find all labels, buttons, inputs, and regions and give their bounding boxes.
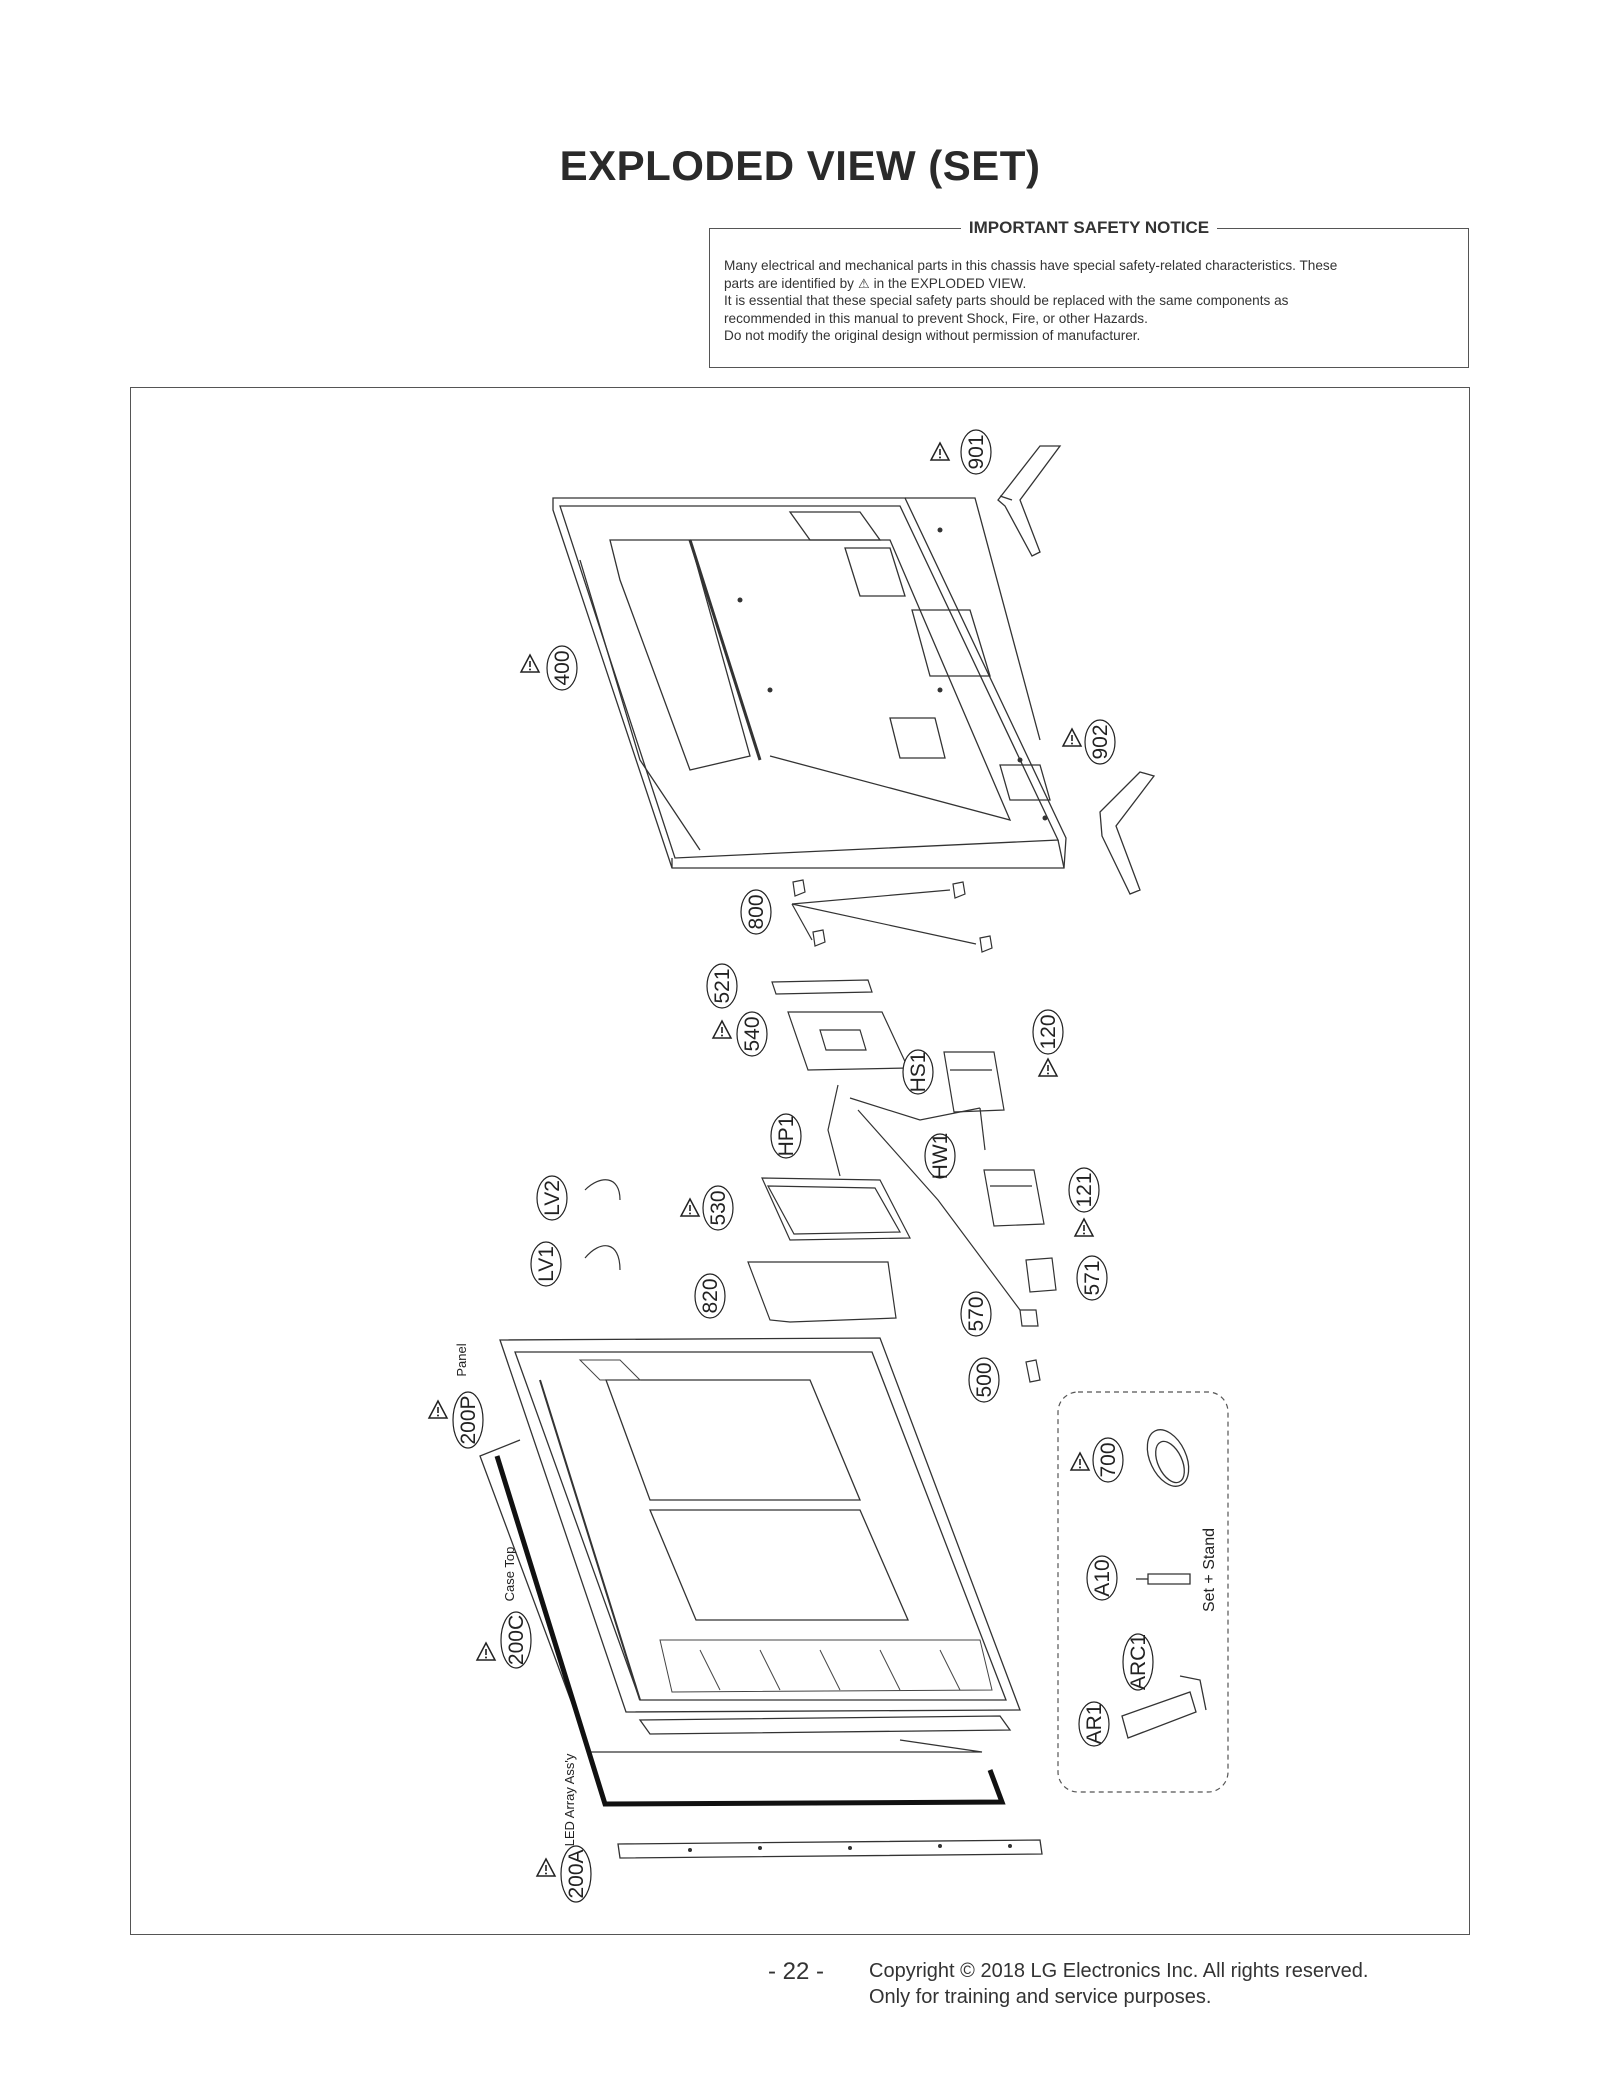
warning-triangle-icon bbox=[1062, 728, 1082, 747]
copyright-block: Copyright © 2018 LG Electronics Inc. All… bbox=[869, 1958, 1368, 2010]
svg-text:HW1: HW1 bbox=[929, 1133, 952, 1180]
part-label-902: 902 bbox=[1084, 719, 1116, 765]
notice-line: parts are identified by⚠in the EXPLODED … bbox=[724, 275, 1027, 291]
set-stand-note: Set + Stand bbox=[1201, 1528, 1218, 1612]
part-label-800: 800 bbox=[740, 889, 772, 935]
led-array-note: LED Array Ass'y bbox=[562, 1753, 577, 1846]
svg-text:121: 121 bbox=[1073, 1172, 1096, 1207]
warning-triangle-icon bbox=[476, 1642, 496, 1661]
diagram-frame bbox=[130, 387, 1470, 1935]
safety-notice: IMPORTANT SAFETY NOTICE Many electrical … bbox=[709, 218, 1469, 368]
svg-text:HS1: HS1 bbox=[907, 1052, 930, 1093]
case-top-note: Case Top bbox=[502, 1547, 517, 1602]
svg-text:120: 120 bbox=[1037, 1014, 1060, 1049]
warning-triangle-icon bbox=[712, 1020, 732, 1039]
safety-notice-heading: IMPORTANT SAFETY NOTICE bbox=[960, 218, 1218, 237]
part-label-700: 700 bbox=[1092, 1437, 1124, 1483]
svg-text:ARC1: ARC1 bbox=[1127, 1634, 1150, 1690]
warning-triangle-icon: ⚠ bbox=[857, 275, 870, 291]
warning-triangle-icon bbox=[536, 1858, 556, 1877]
svg-text:570: 570 bbox=[965, 1296, 988, 1331]
part-label-500: 500 bbox=[968, 1357, 1000, 1403]
svg-text:500: 500 bbox=[973, 1362, 996, 1397]
svg-text:200C: 200C bbox=[505, 1615, 528, 1665]
part-label-570: 570 bbox=[960, 1291, 992, 1337]
notice-line: Do not modify the original design withou… bbox=[724, 328, 1141, 344]
part-label-540: 540 bbox=[736, 1011, 768, 1057]
part-label-A10: A10 bbox=[1086, 1555, 1118, 1601]
svg-text:800: 800 bbox=[745, 894, 768, 929]
part-label-HP1: HP1 bbox=[770, 1113, 802, 1159]
svg-text:LV2: LV2 bbox=[541, 1180, 564, 1216]
part-label-LV2: LV2 bbox=[536, 1175, 568, 1221]
copyright-text: Copyright © 2018 LG Electronics Inc. All… bbox=[869, 1960, 1369, 1982]
stand-right-drawing bbox=[1099, 771, 1156, 895]
warning-triangle-icon bbox=[1074, 1218, 1094, 1237]
svg-text:700: 700 bbox=[1097, 1442, 1120, 1477]
clips-drawing bbox=[791, 879, 993, 953]
part-label-121: 121 bbox=[1068, 1167, 1100, 1213]
warning-triangle-icon bbox=[930, 442, 950, 461]
warning-triangle-icon bbox=[520, 654, 540, 673]
svg-text:Set + Stand: Set + Stand bbox=[1201, 1528, 1218, 1612]
svg-text:530: 530 bbox=[707, 1190, 730, 1225]
part-label-AR1: AR1 bbox=[1078, 1701, 1110, 1747]
page-title: EXPLODED VIEW (SET) bbox=[559, 142, 1041, 189]
notice-line: It is essential that these special safet… bbox=[724, 293, 1289, 309]
warning-triangle-icon bbox=[680, 1198, 700, 1217]
warning-triangle-icon bbox=[1038, 1058, 1058, 1077]
page-number: - 22 - bbox=[768, 1958, 825, 1985]
part-label-820: 820 bbox=[694, 1273, 726, 1319]
part-label-ARC1: ARC1 bbox=[1122, 1633, 1154, 1691]
svg-text:521: 521 bbox=[711, 968, 734, 1003]
svg-text:HP1: HP1 bbox=[775, 1116, 798, 1157]
part-label-HS1: HS1 bbox=[902, 1049, 934, 1095]
svg-text:AR1: AR1 bbox=[1083, 1704, 1106, 1745]
notice-line: Many electrical and mechanical parts in … bbox=[724, 258, 1338, 273]
part-label-200A: 200A LED Array Ass'y bbox=[560, 1753, 592, 1903]
panel-inner-chassis bbox=[578, 1359, 993, 1693]
part-label-LV1: LV1 bbox=[530, 1241, 562, 1287]
accessory-box bbox=[1057, 1391, 1229, 1793]
part-label-521: 521 bbox=[706, 963, 738, 1009]
led-array-drawing bbox=[617, 1839, 1043, 1859]
svg-text:820: 820 bbox=[699, 1278, 722, 1313]
part-label-120: 120 bbox=[1032, 1009, 1064, 1055]
part-label-901: 901 bbox=[960, 429, 992, 475]
svg-text:540: 540 bbox=[741, 1016, 764, 1051]
part-label-200P: 200P Panel bbox=[452, 1343, 484, 1449]
case-top-drawing bbox=[494, 1455, 1006, 1807]
svg-text:A10: A10 bbox=[1091, 1559, 1114, 1596]
part-label-400: 400 bbox=[546, 645, 578, 691]
panel-note: Panel bbox=[454, 1343, 469, 1376]
part-label-530: 530 bbox=[702, 1185, 734, 1231]
part-label-571: 571 bbox=[1076, 1255, 1108, 1301]
svg-text:902: 902 bbox=[1089, 724, 1112, 759]
svg-text:400: 400 bbox=[551, 650, 574, 685]
notice-line: recommended in this manual to prevent Sh… bbox=[724, 310, 1148, 326]
svg-text:901: 901 bbox=[965, 434, 988, 469]
svg-text:200P: 200P bbox=[457, 1395, 480, 1444]
part-label-HW1: HW1 bbox=[924, 1133, 956, 1180]
back-cover-drawing bbox=[552, 497, 1067, 869]
part-label-200C: 200C Case Top bbox=[500, 1547, 532, 1669]
safety-notice-body: Many electrical and mechanical parts in … bbox=[724, 257, 1454, 345]
warning-triangle-icon bbox=[1070, 1452, 1090, 1471]
svg-text:571: 571 bbox=[1081, 1260, 1104, 1295]
purpose-text: Only for training and service purposes. bbox=[869, 1986, 1212, 2008]
stand-left-drawing bbox=[997, 445, 1062, 557]
svg-text:200A: 200A bbox=[565, 1849, 588, 1898]
warning-triangle-icon bbox=[428, 1400, 448, 1419]
svg-text:LV1: LV1 bbox=[535, 1246, 558, 1282]
